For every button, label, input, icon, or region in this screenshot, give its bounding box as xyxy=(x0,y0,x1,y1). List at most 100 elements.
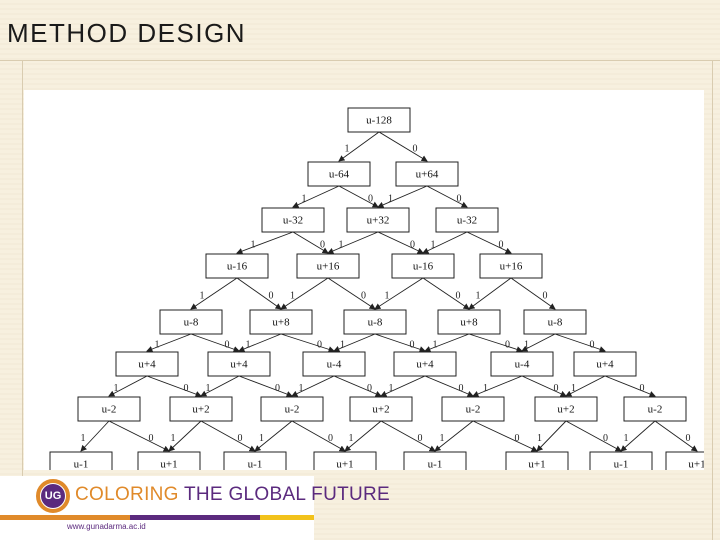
tree-node: u-1 xyxy=(589,451,653,477)
tree-node-label: u-2 xyxy=(648,404,663,416)
edge-label-one: 1 xyxy=(114,383,119,394)
tree-edge xyxy=(380,375,426,397)
footer-stripe-purple xyxy=(130,515,260,520)
tree-edge xyxy=(422,231,468,254)
tree-edge xyxy=(327,231,379,254)
edge-label-zero: 0 xyxy=(368,193,373,204)
tree-node-label: u+1 xyxy=(688,459,704,470)
tree-node-box xyxy=(260,396,324,422)
tree-node: u+1 xyxy=(505,451,569,477)
footer-stripe-orange xyxy=(0,515,130,520)
tree-node-box xyxy=(393,351,457,377)
tree-edge xyxy=(468,333,523,353)
tree-edge xyxy=(292,231,329,254)
edge-label-one: 1 xyxy=(385,290,390,301)
edge-label-zero: 0 xyxy=(269,290,274,301)
tree-edge xyxy=(344,420,382,452)
tree-node: u-8 xyxy=(343,309,407,335)
edge-label-zero: 0 xyxy=(603,433,608,444)
edge-label-zero: 0 xyxy=(238,433,243,444)
edge-label-zero: 0 xyxy=(410,339,415,350)
tree-node: u+4 xyxy=(573,351,637,377)
right-divider xyxy=(712,60,713,540)
edge-label-one: 1 xyxy=(259,433,264,444)
edge-label-zero: 0 xyxy=(317,339,322,350)
tree-node-label: u-1 xyxy=(428,459,443,470)
tree-node-box xyxy=(169,396,233,422)
tree-edge xyxy=(200,420,256,452)
edge-label-one: 1 xyxy=(389,383,394,394)
edge-label-one: 1 xyxy=(302,193,307,204)
tree-node-box xyxy=(207,351,271,377)
tree-node: u+2 xyxy=(349,396,413,422)
tree-edge xyxy=(510,277,556,310)
edge-label-zero: 0 xyxy=(410,239,415,250)
tree-node-box xyxy=(623,396,687,422)
tree-edge xyxy=(338,131,380,162)
footer-stripe-yellow xyxy=(260,515,314,520)
edge-label-one: 1 xyxy=(483,383,488,394)
tree-node: u-8 xyxy=(159,309,223,335)
edge-label-one: 1 xyxy=(433,339,438,350)
footer-tagline: COLORING THE GLOBAL FUTURE xyxy=(75,484,390,506)
tree-node: u-1 xyxy=(49,451,113,477)
edge-label-zero: 0 xyxy=(275,383,280,394)
tree-edge xyxy=(554,333,606,353)
tree-node: u-1 xyxy=(223,451,287,477)
tree-node-box xyxy=(346,207,410,233)
tree-node-box xyxy=(343,309,407,335)
edge-label-zero: 0 xyxy=(149,433,154,444)
tree-node-box xyxy=(437,309,501,335)
tree-edge xyxy=(377,185,428,208)
tree-edge xyxy=(654,420,698,452)
tree-node-box xyxy=(441,396,505,422)
tree-edge xyxy=(190,277,238,310)
ug-logo: UG xyxy=(36,479,70,513)
tree-edge xyxy=(280,277,329,310)
tree-edge xyxy=(472,420,538,452)
tree-node-label: u+2 xyxy=(557,404,574,416)
tree-edge xyxy=(291,420,346,452)
edge-label-one: 1 xyxy=(155,339,160,350)
tree-node-label: u-8 xyxy=(368,317,383,329)
edge-label-one: 1 xyxy=(624,433,629,444)
edge-label-one: 1 xyxy=(431,239,436,250)
tree-node: u-64 xyxy=(307,161,371,187)
tree-edge xyxy=(422,277,470,310)
tree-node-label: u-32 xyxy=(283,215,303,227)
tagline-coloring: COLORING xyxy=(75,484,179,505)
tree-edge xyxy=(333,333,376,352)
tree-node: u-32 xyxy=(261,207,325,233)
tree-node-label: u-64 xyxy=(329,169,350,181)
edge-label-one: 1 xyxy=(476,290,481,301)
tree-node-box xyxy=(573,351,637,377)
tree-edge xyxy=(146,375,202,398)
tree-edge xyxy=(108,420,170,452)
edge-label-one: 1 xyxy=(171,433,176,444)
tree-node: u+2 xyxy=(534,396,598,422)
edge-label-one: 1 xyxy=(340,339,345,350)
tree-edge xyxy=(468,277,512,310)
tree-node: u-4 xyxy=(490,351,554,377)
tree-edge xyxy=(378,131,428,162)
tree-node: u+1 xyxy=(137,451,201,477)
tree-node-label: u-16 xyxy=(227,261,248,273)
tree-edge xyxy=(466,231,512,254)
tree-node-label: u+2 xyxy=(192,404,209,416)
slide-title: METHOD DESIGN xyxy=(7,18,247,48)
tree-node-box xyxy=(395,161,459,187)
tree-edge xyxy=(236,277,282,310)
tree-edge xyxy=(521,333,556,352)
tree-node-label: u-1 xyxy=(74,459,89,470)
tree-node-label: u-1 xyxy=(614,459,629,470)
tree-node: u+8 xyxy=(437,309,501,335)
edge-label-zero: 0 xyxy=(515,433,520,444)
tree-node: u-4 xyxy=(302,351,366,377)
tree-node: u+4 xyxy=(115,351,179,377)
tree-node-box xyxy=(115,351,179,377)
tree-node: u-2 xyxy=(77,396,141,422)
tree-node-label: u+1 xyxy=(160,459,177,470)
tree-node-box xyxy=(302,351,366,377)
